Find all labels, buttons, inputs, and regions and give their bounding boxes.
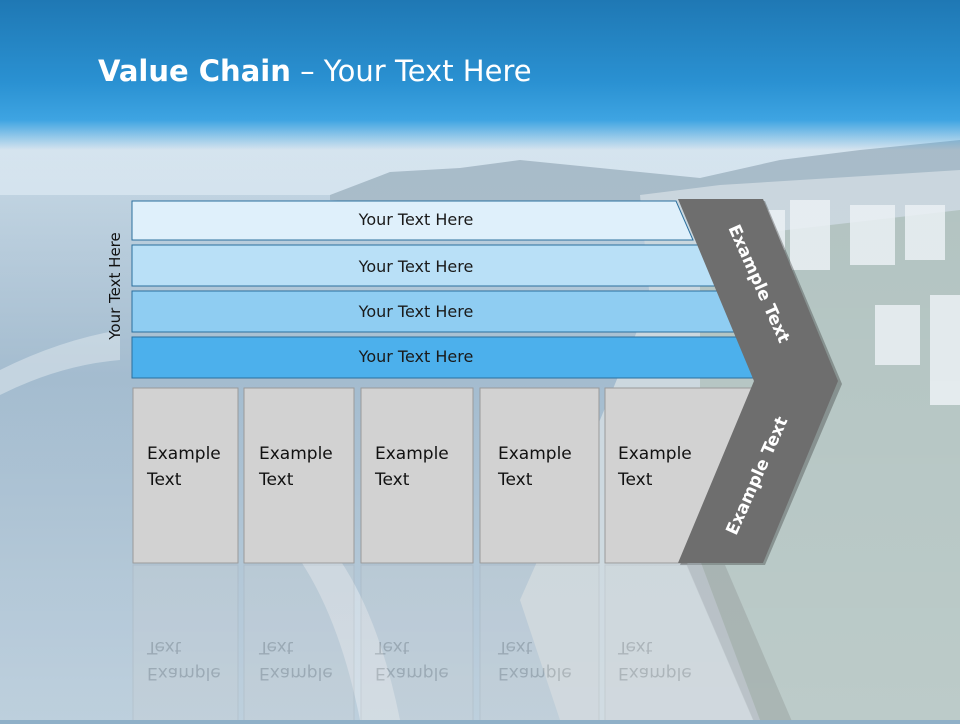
box-1-line2: Text (146, 470, 182, 490)
reflection-text-5: Example (618, 663, 692, 683)
box-5-line1: Example (618, 444, 692, 464)
box-4-line1: Example (498, 444, 572, 464)
reflection-text-2b: Text (258, 637, 294, 657)
reflection-text-3b: Text (374, 637, 410, 657)
bar-3-label: Your Text Here (358, 302, 474, 321)
box-2-line2: Text (258, 470, 294, 490)
diagram-reflection: Example Text Example Text Example Text E… (132, 564, 792, 720)
bar-4-label: Your Text Here (358, 347, 474, 366)
box-2 (243, 387, 355, 564)
header-band (0, 0, 960, 150)
box-4 (479, 387, 600, 564)
reflection-text-1: Example (147, 663, 221, 683)
box-1 (132, 387, 239, 564)
margin-chevron: Example Text Example Text (678, 199, 842, 565)
reflection-boxes (132, 564, 792, 720)
bar-1-label: Your Text Here (358, 210, 474, 229)
activity-bars: Your Text Here Your Text Here Your Text … (131, 200, 765, 379)
reflection-text-3: Example (375, 663, 449, 683)
box-3-line1: Example (375, 444, 449, 464)
box-4-line2: Text (497, 470, 533, 490)
box-2-line1: Example (259, 444, 333, 464)
reflection-text-4b: Text (497, 637, 533, 657)
reflection-text-1b: Text (146, 637, 182, 657)
bar-1 (131, 200, 694, 241)
box-3 (360, 387, 474, 564)
bar-2-label: Your Text Here (358, 257, 474, 276)
reflection-text-2: Example (259, 663, 333, 683)
box-1-line1: Example (147, 444, 221, 464)
reflection-text-5b: Text (617, 637, 653, 657)
box-5-line2: Text (617, 470, 653, 490)
title-bold: Value Chain (98, 54, 291, 88)
box-3-line2: Text (374, 470, 410, 490)
chevron-shape (678, 199, 838, 563)
title-rest: – Your Text Here (290, 54, 532, 88)
reflection-text-4: Example (498, 663, 572, 683)
slide-title: Value Chain – Your Text Here (98, 54, 532, 88)
primary-activity-boxes: Example Text Example Text Example Text E… (132, 387, 763, 564)
